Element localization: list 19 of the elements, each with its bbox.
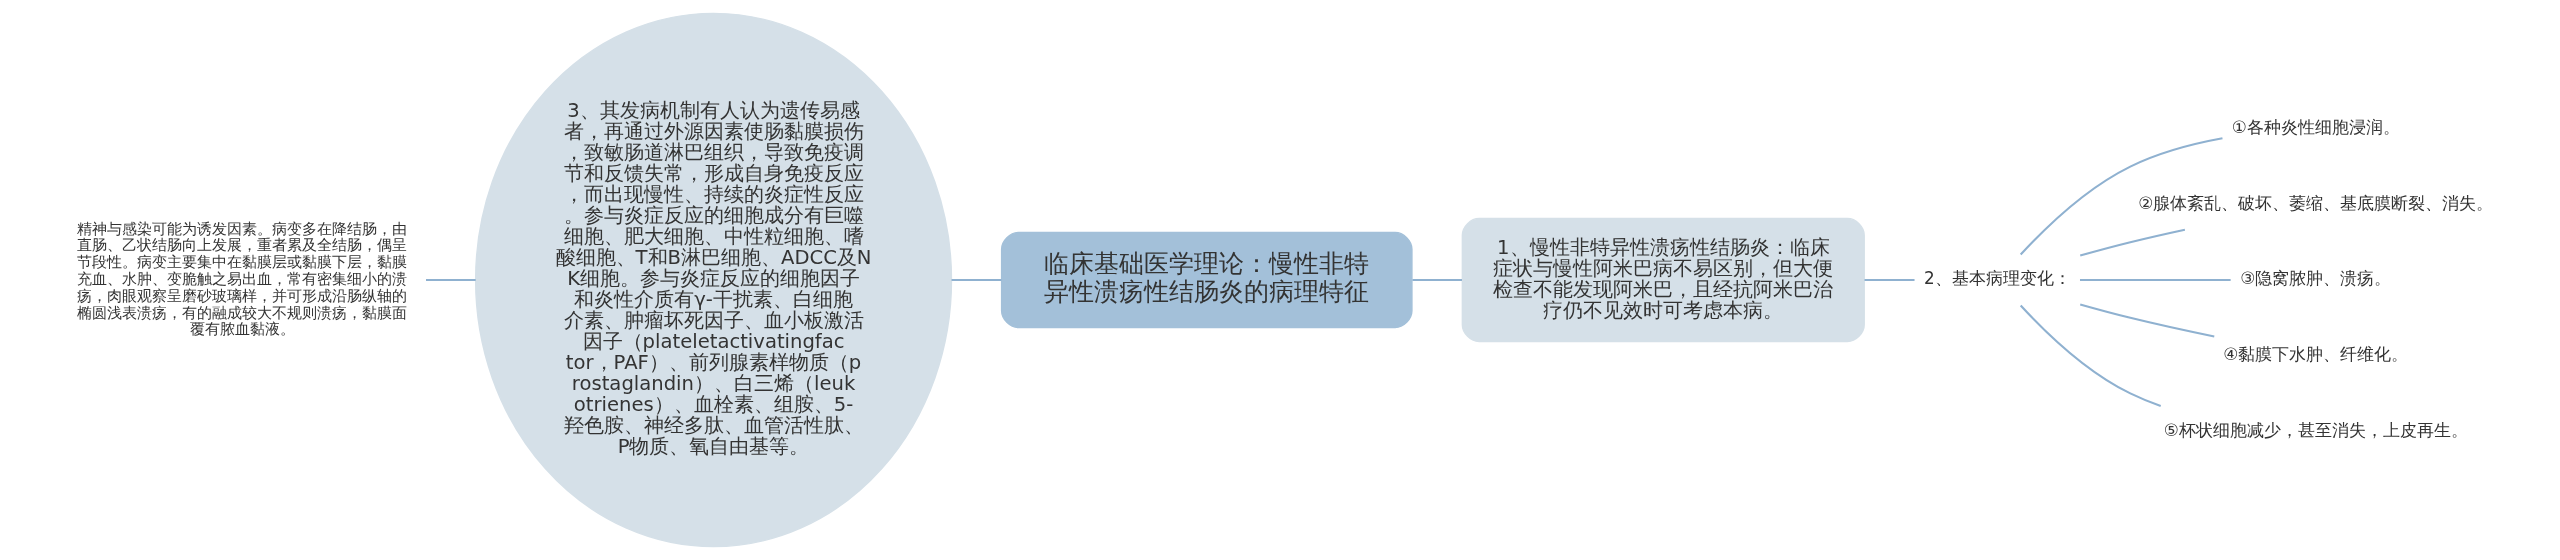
node-text: ②腺体紊乱、破坏、萎缩、基底膜断裂、消失。 bbox=[2138, 192, 2494, 213]
connector bbox=[951, 278, 1002, 282]
node-text: ③隐窝脓肿、溃疡。 bbox=[2240, 268, 2392, 289]
node-text: ④黏膜下水肿、纤维化。 bbox=[2223, 343, 2409, 364]
connector bbox=[2080, 278, 2231, 282]
connector bbox=[2079, 303, 2215, 338]
node-box: 临床基础医学理论：慢性非特异性溃疡性结肠炎的病理特征 bbox=[1000, 231, 1413, 329]
connector bbox=[2019, 304, 2162, 407]
connector bbox=[1412, 278, 1462, 282]
node-text: 2、基本病理变化： bbox=[1923, 268, 2071, 289]
node-text: ⑤杯状细胞减少，甚至消失，上皮再生。 bbox=[2163, 419, 2468, 440]
connector bbox=[2079, 228, 2186, 257]
node-ellipse: 3、其发病机制有人认为遗传易感者，再通过外源因素使肠黏膜损伤，致敏肠道淋巴组织，导致免疫调节和反馈失常，形成自身免疫反应，而出现慢性、持续的炎症性反应。参与炎症反应的细胞成分有巨噬细胞、肥大细胞、中性粒细胞、嗜酸细胞、T和B淋巴细胞、ADCC及NK细胞。参与炎症反应的细胞因子和炎性介质有γ-干扰素、白细胞介素、肿瘤坏死因子、血小板激活因子（plateletactivatingfactor，PAF）、前列腺素样物质（prostaglandin）、白三烯（leukotrienes）、血栓素、组胺、5-羟色胺、神经多肽、血管活性肽、P物质、氧自由基等。 bbox=[474, 12, 953, 548]
connector bbox=[2019, 137, 2223, 256]
node-box: 1、慢性非特异性溃疡性结肠炎：临床症状与慢性阿米巴病不易区别，但大便检查不能发现阿米巴，且经抗阿米巴治疗仍不见效时可考虑本病。 bbox=[1461, 217, 1865, 343]
node-text: 精神与感染可能为诱发因素。病变多在降结肠，由直肠、乙状结肠向上发展，重者累及全结肠，偶呈节段性。病变主要集中在黏膜层或黏膜下层，黏膜充血、水肿、变脆触之易出血，常有密集细小的溃疡，肉眼观察呈磨砂玻璃样，并可形成沿肠纵轴的椭圆浅表溃疡，有的融成较大不规则溃疡，黏膜面覆有脓血黏液。 bbox=[77, 219, 408, 339]
connector bbox=[1864, 278, 1915, 282]
node-text: ①各种炎性细胞浸润。 bbox=[2231, 117, 2400, 138]
connector bbox=[426, 278, 476, 282]
